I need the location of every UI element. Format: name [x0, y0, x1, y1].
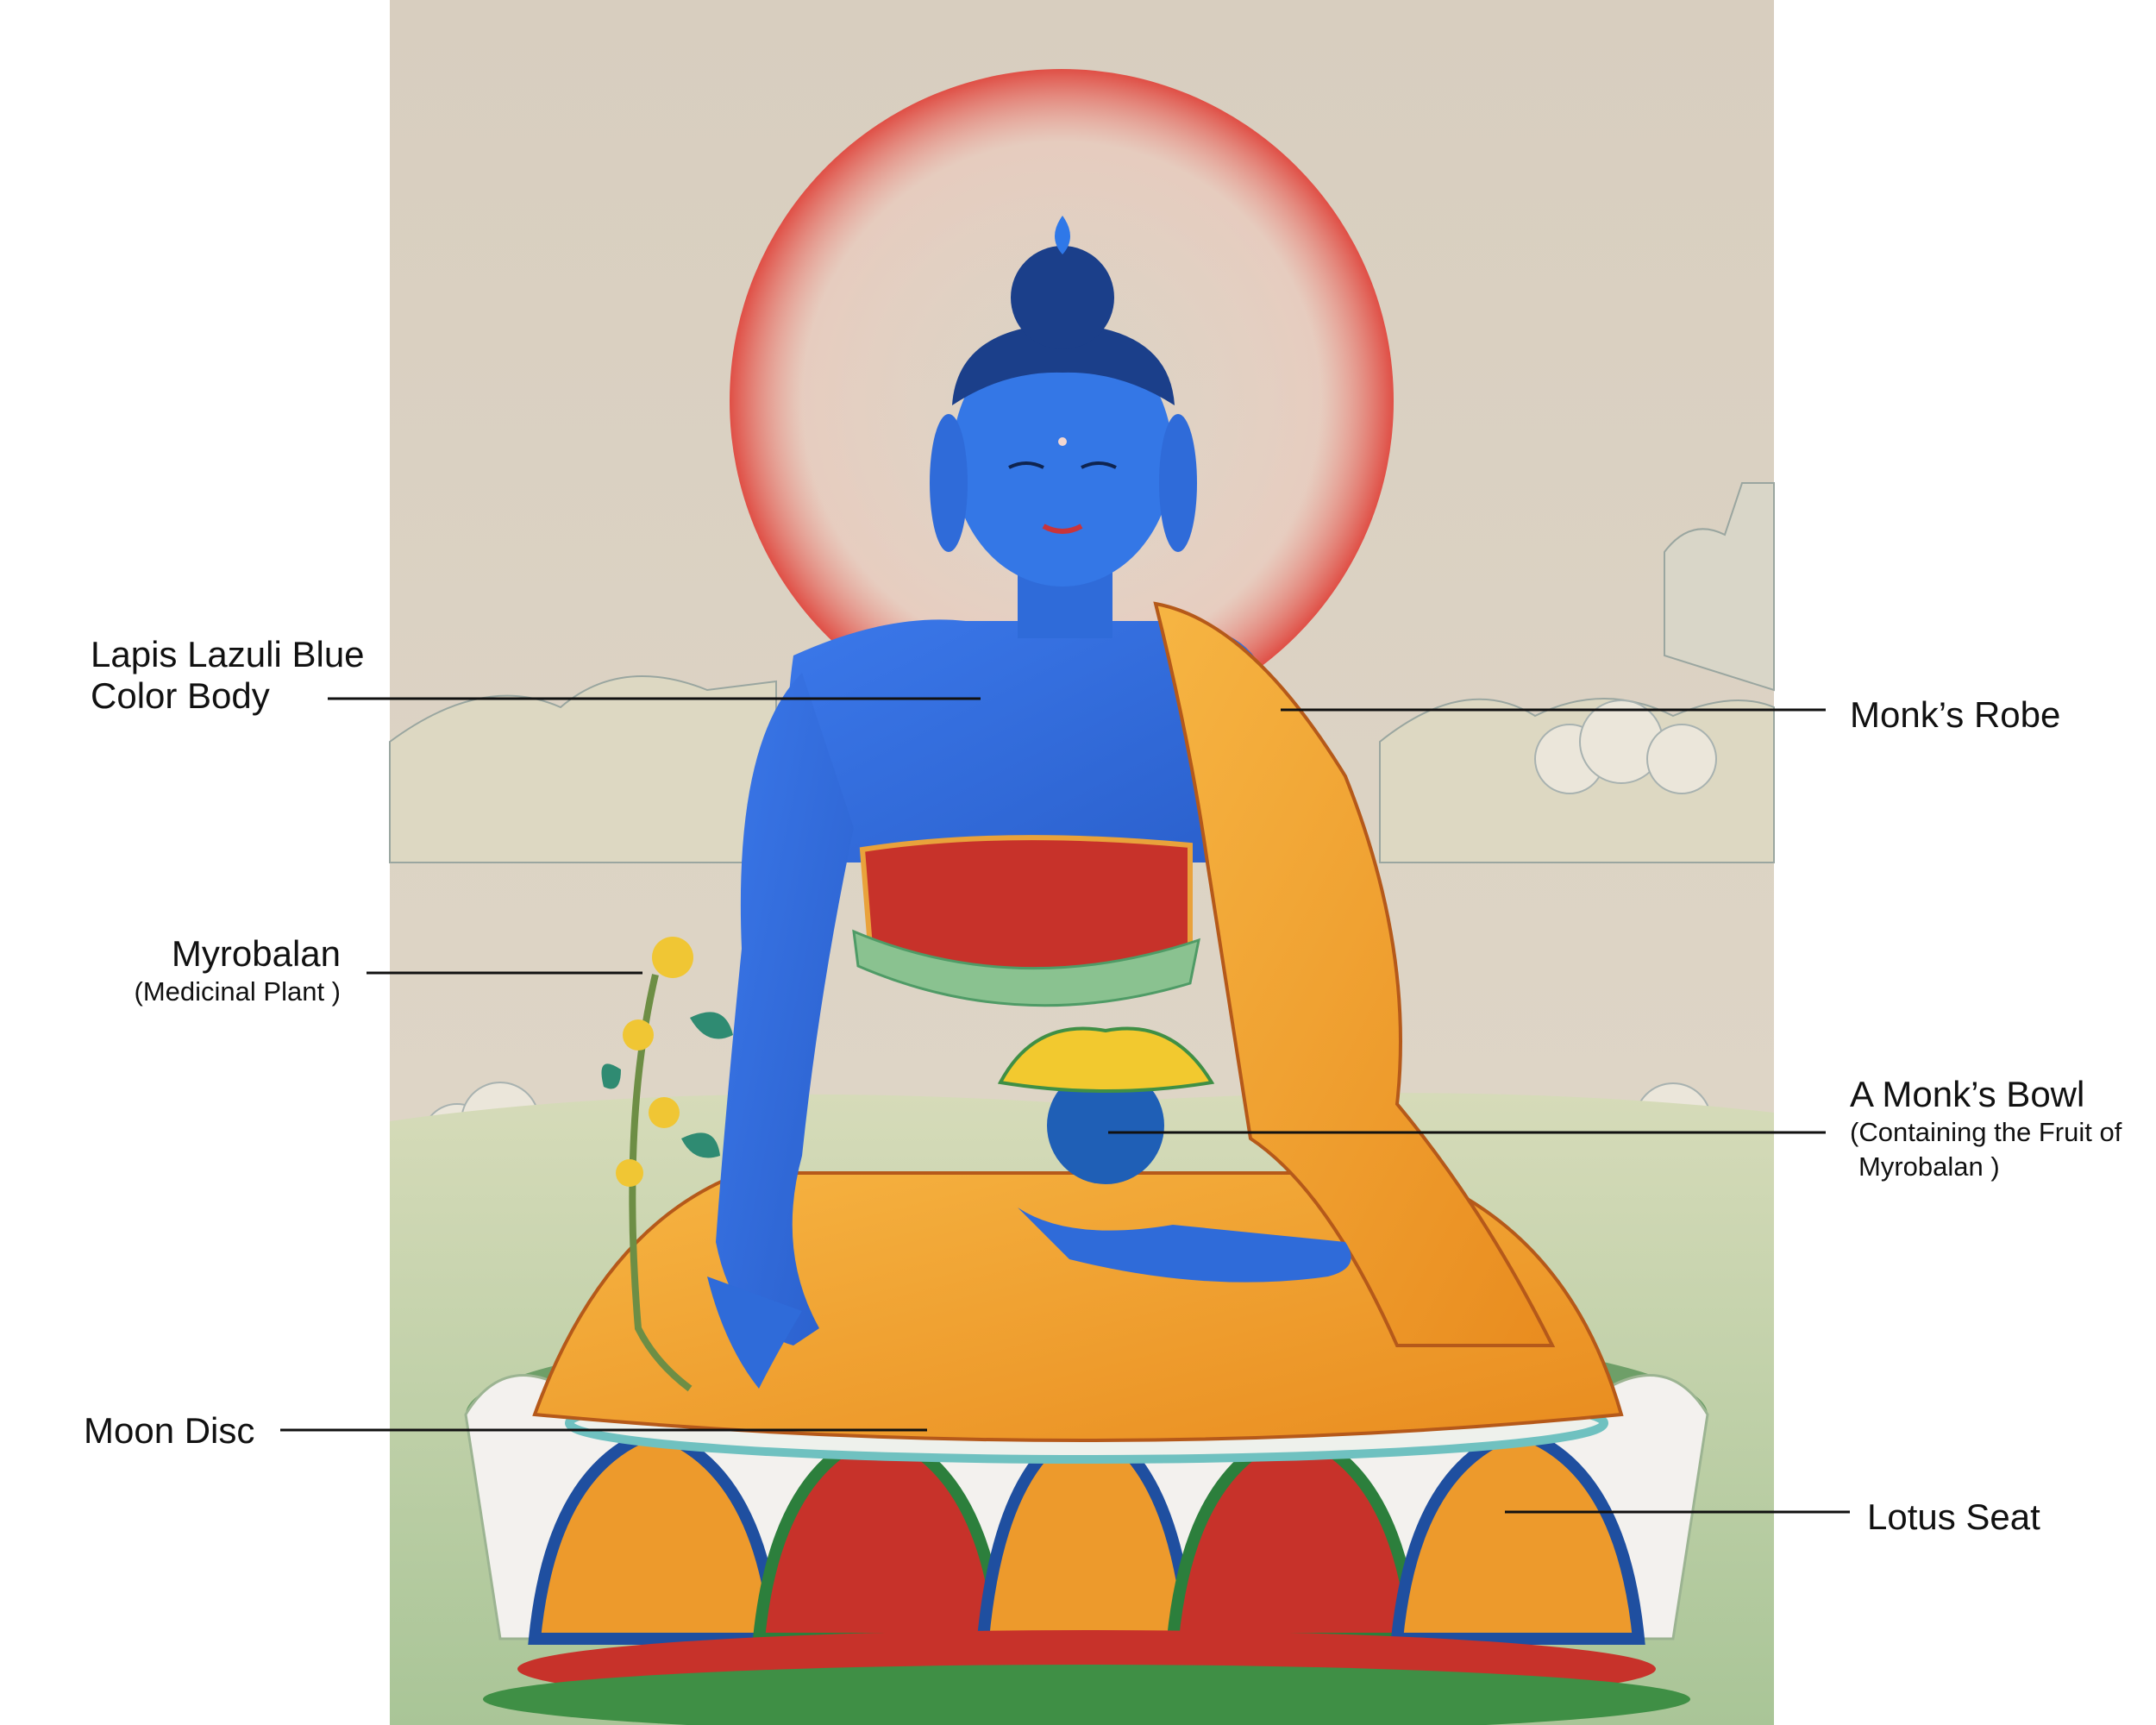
label-plant-name: Myrobalan [171, 933, 341, 974]
myrobalan-plant-art [601, 937, 733, 1392]
label-lotus: Lotus Seat [1867, 1496, 2040, 1537]
label-robe: Monk’s Robe [1850, 694, 2061, 735]
label-bowl-note2: Myrobalan ) [1858, 1151, 2000, 1182]
leader-lines [280, 697, 1850, 1514]
label-plant-note: (Medicinal Plant ) [134, 976, 341, 1007]
label-plant: Myrobalan (Medicinal Plant ) [135, 933, 341, 1009]
label-body-line2: Color Body [91, 675, 270, 716]
label-body: Lapis Lazuli Blue Color Body [91, 634, 365, 717]
label-bowl: A Monk’s Bowl (Containing the Fruit of M… [1850, 1074, 2122, 1184]
right-cliffs [1664, 482, 1775, 692]
label-moon: Moon Disc [84, 1410, 255, 1451]
label-bowl-name: A Monk’s Bowl [1850, 1074, 2085, 1114]
distant-hills [389, 675, 777, 863]
label-body-line1: Lapis Lazuli Blue [91, 634, 365, 674]
label-bowl-note1: (Containing the Fruit of [1850, 1117, 2122, 1147]
buddha-figure [532, 216, 1624, 1442]
